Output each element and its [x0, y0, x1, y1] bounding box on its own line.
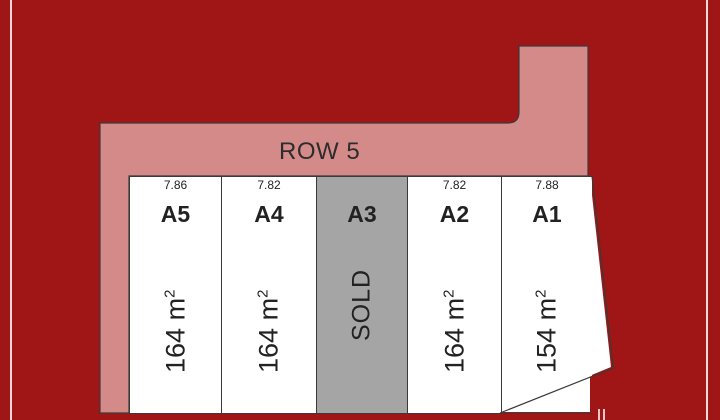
lot-id: A3	[347, 201, 377, 227]
lot-a5[interactable]: 7.86 A5 164 m2	[129, 176, 222, 414]
lot-a3[interactable]: A3 SOLD	[316, 176, 408, 414]
lot-id: A5	[160, 201, 191, 227]
lot-a4[interactable]: 7.82 A4 164 m2	[221, 176, 317, 414]
lot-width: 7.88	[535, 178, 559, 192]
lot-width: 7.82	[442, 178, 467, 192]
lot-width: 7.86	[163, 178, 188, 192]
lot-id: A1	[532, 201, 562, 227]
marker-tick	[598, 409, 600, 420]
lot-id: A4	[254, 201, 284, 227]
lot-width: 7.82	[257, 178, 281, 192]
lot-id: A2	[439, 201, 470, 227]
frame-line-right	[706, 0, 708, 420]
lot-a1[interactable]: 7.88 A1 154 m2	[501, 176, 592, 414]
lot-a2[interactable]: 7.82 A2 164 m2	[407, 176, 502, 414]
road-label: ROW 5	[279, 138, 361, 165]
marker-tick	[603, 409, 605, 420]
frame-line-left	[10, 0, 12, 420]
